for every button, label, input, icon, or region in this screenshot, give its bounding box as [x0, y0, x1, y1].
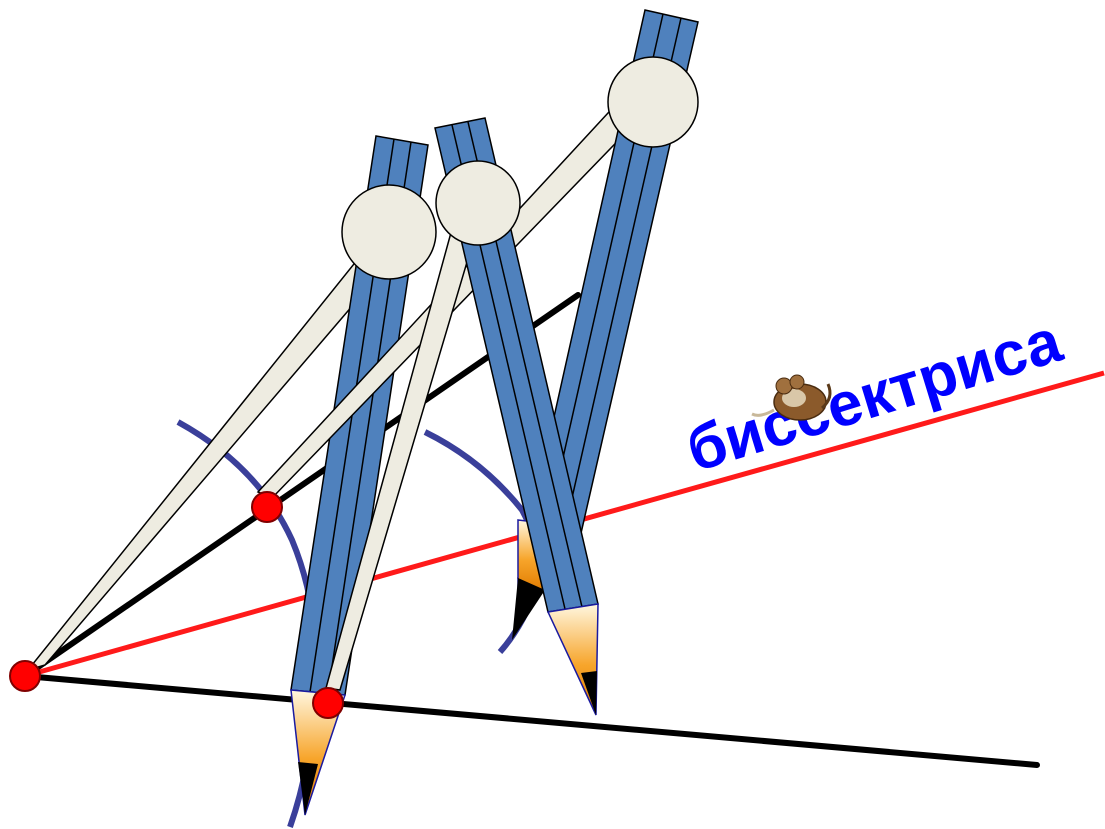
arc-intersection-point-upper: [251, 491, 283, 523]
bisector-label: биссектриса: [679, 306, 1070, 485]
angle-side-upper: [22, 292, 581, 679]
compass-icon: [25, 135, 437, 816]
angle-side-lower: [22, 673, 1040, 768]
compass-hinge: [341, 184, 437, 280]
vertex-point: [9, 660, 41, 692]
compass-hinge: [607, 56, 699, 148]
mouse-icon: [751, 374, 832, 421]
arc-intersection-point-lower: [312, 687, 344, 719]
compass-hinge: [435, 160, 521, 246]
compass-icon: [325, 117, 599, 716]
